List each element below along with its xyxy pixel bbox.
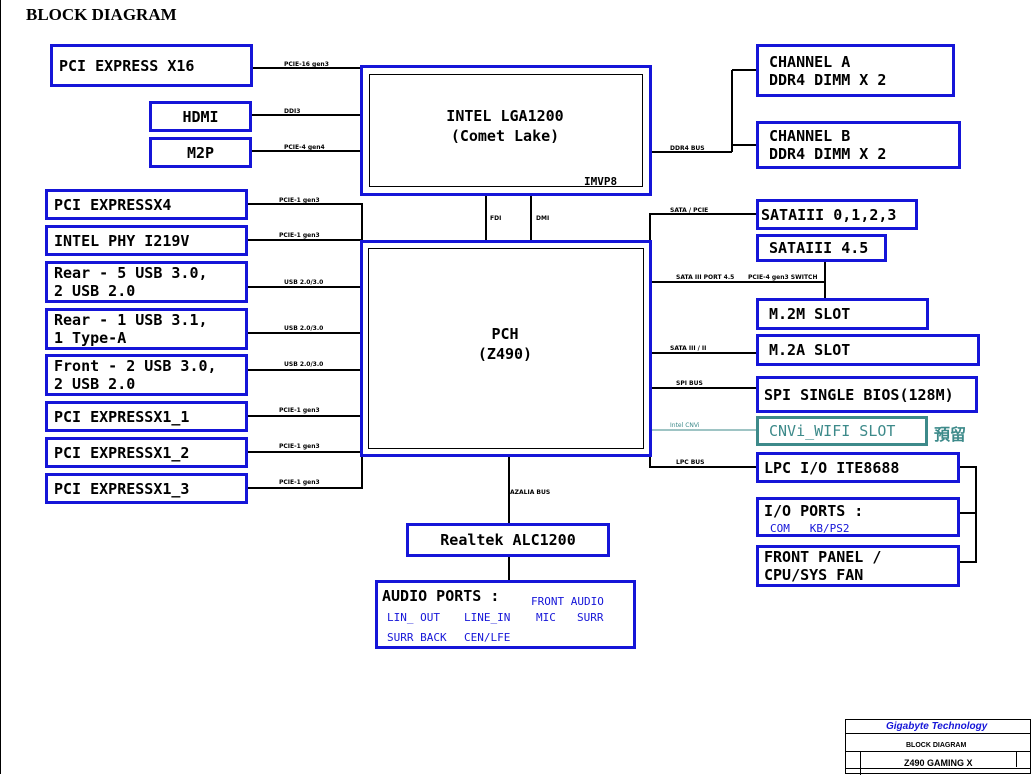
wire-pcie-x1-3 <box>246 455 363 489</box>
box-front-usb30: Front - 2 USB 3.0, 2 USB 2.0 <box>45 354 248 396</box>
box-sata-0123: SATAIII 0,1,2,3 <box>756 199 918 230</box>
audio-port-surr-back: SURR BACK <box>387 631 447 644</box>
box-rear-usb31: Rear - 1 USB 3.1, 1 Type-A <box>45 308 248 350</box>
audio-port-surr: SURR <box>577 611 604 624</box>
pch-inner-border <box>368 248 644 449</box>
pch-block <box>360 240 652 457</box>
audio-port-front-audio: FRONT AUDIO <box>531 595 604 608</box>
bus-label-fdi: FDI <box>490 215 502 222</box>
audio-port-cen-lfe: CEN/LFE <box>464 631 511 644</box>
wire-pcie-x4 <box>246 203 363 240</box>
page-border-left <box>0 0 1 774</box>
box-m2p: M2P <box>149 137 252 168</box>
title-block: Gigabyte Technology BLOCK DIAGRAM Z490 G… <box>845 719 1031 775</box>
title-block-rule-3 <box>860 751 861 775</box>
bus-label-lpc: LPC BUS <box>676 459 705 466</box>
title-block-rule-4 <box>1016 751 1017 767</box>
box-cnvi-wifi-slot: CNVi_WIFI SLOT <box>756 416 928 446</box>
bus-label-usb-a: USB 2.0/3.0 <box>284 279 324 286</box>
box-spi-bios: SPI SINGLE BIOS(128M) <box>756 376 978 413</box>
title-block-rule-1 <box>846 733 1031 734</box>
bus-label-pcie1-e: PCIE-1 gen3 <box>279 479 320 486</box>
bus-label-pcie16: PCIE-16 gen3 <box>284 61 329 68</box>
bus-label-pcie4-gen4: PCIE-4 gen4 <box>284 144 325 151</box>
cnvi-reserved-note: 預留 <box>934 425 967 444</box>
title-block-company: Gigabyte Technology <box>886 721 988 732</box>
box-audio-ports: AUDIO PORTS : FRONT AUDIO LIN_ OUT LINE_… <box>375 580 636 649</box>
box-rear-usb30: Rear - 5 USB 3.0, 2 USB 2.0 <box>45 261 248 303</box>
box-front-panel: FRONT PANEL / CPU/SYS FAN <box>756 545 960 587</box>
box-sata-45: SATAIII 4.5 <box>756 234 887 262</box>
title-block-rule-2 <box>846 751 1031 752</box>
bus-label-intel-cnvi: Intel CNVi <box>670 422 700 429</box>
title-block-doc-title: BLOCK DIAGRAM <box>906 742 967 749</box>
box-io-ports: I/O PORTS : COM KB/PS2 <box>756 497 960 537</box>
box-intel-phy: INTEL PHY I219V <box>45 225 248 256</box>
title-block-model: Z490 GAMING X <box>904 758 973 768</box>
bus-label-spi: SPI BUS <box>676 380 703 387</box>
bus-label-pcie4-switch: PCIE-4 gen3 SWITCH <box>748 274 818 281</box>
bus-label-pcie1-d: PCIE-1 gen3 <box>279 443 320 450</box>
bus-label-azalia: AZALIA BUS <box>510 489 551 496</box>
bus-label-usb-b: USB 2.0/3.0 <box>284 325 324 332</box>
bus-label-pcie1-b: PCIE-1 gen3 <box>279 232 320 239</box>
bus-label-dmi: DMI <box>536 215 550 222</box>
box-realtek-codec: Realtek ALC1200 <box>406 523 610 557</box>
box-m2a-slot: M.2A SLOT <box>756 334 980 366</box>
audio-ports-title: AUDIO PORTS : <box>382 587 500 605</box>
diagram-title: BLOCK DIAGRAM <box>26 5 177 24</box>
box-hdmi: HDMI <box>149 101 252 132</box>
box-pci-express-x1-1: PCI EXPRESSX1_1 <box>45 401 248 432</box>
bus-label-sata3-ii: SATA III / II <box>670 345 707 352</box>
title-block-rule-5 <box>846 768 1031 769</box>
audio-port-line-out: LIN_ OUT <box>387 611 440 624</box>
wire-sata-pcie <box>649 213 757 242</box>
audio-port-line-in: LINE_IN <box>464 611 511 624</box>
bus-label-ddr4: DDR4 BUS <box>670 145 705 152</box>
wire-lpc-branch <box>960 466 977 563</box>
wire-lpc <box>649 455 757 468</box>
box-pci-express-x16: PCI EXPRESS X16 <box>50 44 253 87</box>
pch-label-line1: PCH <box>491 325 519 343</box>
cpu-block <box>360 65 652 196</box>
cpu-inner-border <box>369 74 643 187</box>
box-channel-b: CHANNEL B DDR4 DIMM X 2 <box>756 121 961 169</box>
pch-label-line2: (Z490) <box>477 345 533 363</box>
audio-port-mic: MIC <box>536 611 556 624</box>
io-ports-items: COM KB/PS2 <box>770 522 850 535</box>
box-pci-express-x1-3: PCI EXPRESSX1_3 <box>45 473 248 504</box>
bus-label-usb-c: USB 2.0/3.0 <box>284 361 324 368</box>
box-lpc-io: LPC I/O ITE8688 <box>756 452 960 483</box>
box-channel-a: CHANNEL A DDR4 DIMM X 2 <box>756 44 955 97</box>
cpu-label-line1: INTEL LGA1200 <box>446 107 564 125</box>
bus-label-sata-pcie: SATA / PCIE <box>670 207 709 214</box>
bus-label-ddi3: DDI3 <box>284 108 301 115</box>
box-pci-express-x1-2: PCI EXPRESSX1_2 <box>45 437 248 468</box>
box-pci-express-x4: PCI EXPRESSX4 <box>45 189 248 220</box>
box-m2m-slot: M.2M SLOT <box>756 298 929 330</box>
io-ports-title: I/O PORTS : <box>764 502 864 520</box>
bus-label-pcie1-c: PCIE-1 gen3 <box>279 407 320 414</box>
cpu-vr-label: IMVP8 <box>584 175 618 188</box>
cpu-label-line2: (Comet Lake) <box>450 127 560 145</box>
bus-label-pcie1-a: PCIE-1 gen3 <box>279 197 320 204</box>
bus-label-sata3-port45: SATA III PORT 4.5 <box>676 274 735 281</box>
